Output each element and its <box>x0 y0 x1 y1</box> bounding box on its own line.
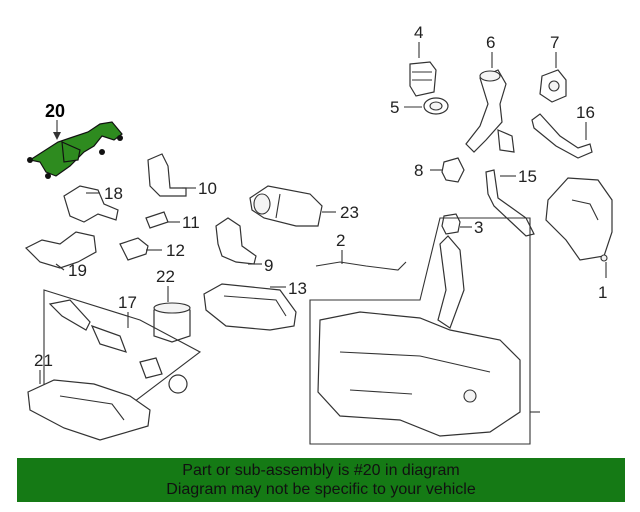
callout-3[interactable]: 3 <box>474 218 483 237</box>
callout-9[interactable]: 9 <box>264 256 273 275</box>
part-3[interactable] <box>441 213 461 235</box>
part-9[interactable] <box>215 217 257 265</box>
callout-23[interactable]: 23 <box>340 203 359 222</box>
part-18[interactable] <box>63 185 119 223</box>
callout-10[interactable]: 10 <box>198 179 217 198</box>
part-20-highlighted[interactable] <box>27 121 123 179</box>
part-22[interactable] <box>153 302 191 343</box>
callout-6[interactable]: 6 <box>486 33 495 52</box>
part-12[interactable] <box>119 237 149 261</box>
callout-11[interactable]: 11 <box>182 213 200 232</box>
part-19[interactable] <box>24 231 97 269</box>
part-15[interactable] <box>485 169 535 237</box>
part-6[interactable] <box>465 69 515 153</box>
part-4[interactable] <box>409 61 437 97</box>
callout-16[interactable]: 16 <box>576 103 595 122</box>
part-2[interactable] <box>315 261 407 271</box>
callout-18[interactable]: 18 <box>104 184 123 203</box>
part-7[interactable] <box>539 69 567 103</box>
callout-12[interactable]: 12 <box>166 241 185 260</box>
callout-14[interactable]: 1 <box>598 283 607 302</box>
callout-19[interactable]: 19 <box>68 261 87 280</box>
callout-7[interactable]: 7 <box>550 33 559 52</box>
part-17[interactable] <box>43 289 202 421</box>
banner-line-1: Part or sub-assembly is #20 in diagram <box>182 462 460 479</box>
part-13[interactable] <box>203 283 297 331</box>
callout-20[interactable]: 20 <box>45 101 65 121</box>
callout-22[interactable]: 22 <box>156 267 175 286</box>
callout-13[interactable]: 13 <box>288 279 307 298</box>
banner-line-2: Diagram may not be specific to your vehi… <box>166 481 476 498</box>
callout-17[interactable]: 17 <box>118 293 137 312</box>
part-11[interactable] <box>145 211 169 229</box>
callout-21[interactable]: 21 <box>34 351 53 370</box>
callout-5[interactable]: 5 <box>390 98 399 117</box>
part-1[interactable] <box>309 217 531 445</box>
callout-15[interactable]: 15 <box>518 167 537 186</box>
part-8[interactable] <box>441 157 465 183</box>
callout-8[interactable]: 8 <box>414 161 423 180</box>
part-10[interactable] <box>147 153 187 197</box>
info-banner: Part or sub-assembly is #20 in diagram D… <box>17 458 625 502</box>
callout-2[interactable]: 2 <box>336 231 345 250</box>
part-21[interactable] <box>27 379 151 441</box>
part-14[interactable] <box>545 177 613 262</box>
part-16[interactable] <box>531 113 593 159</box>
part-5[interactable] <box>423 97 449 115</box>
part-23[interactable] <box>249 185 323 227</box>
callout-4[interactable]: 4 <box>414 23 423 42</box>
